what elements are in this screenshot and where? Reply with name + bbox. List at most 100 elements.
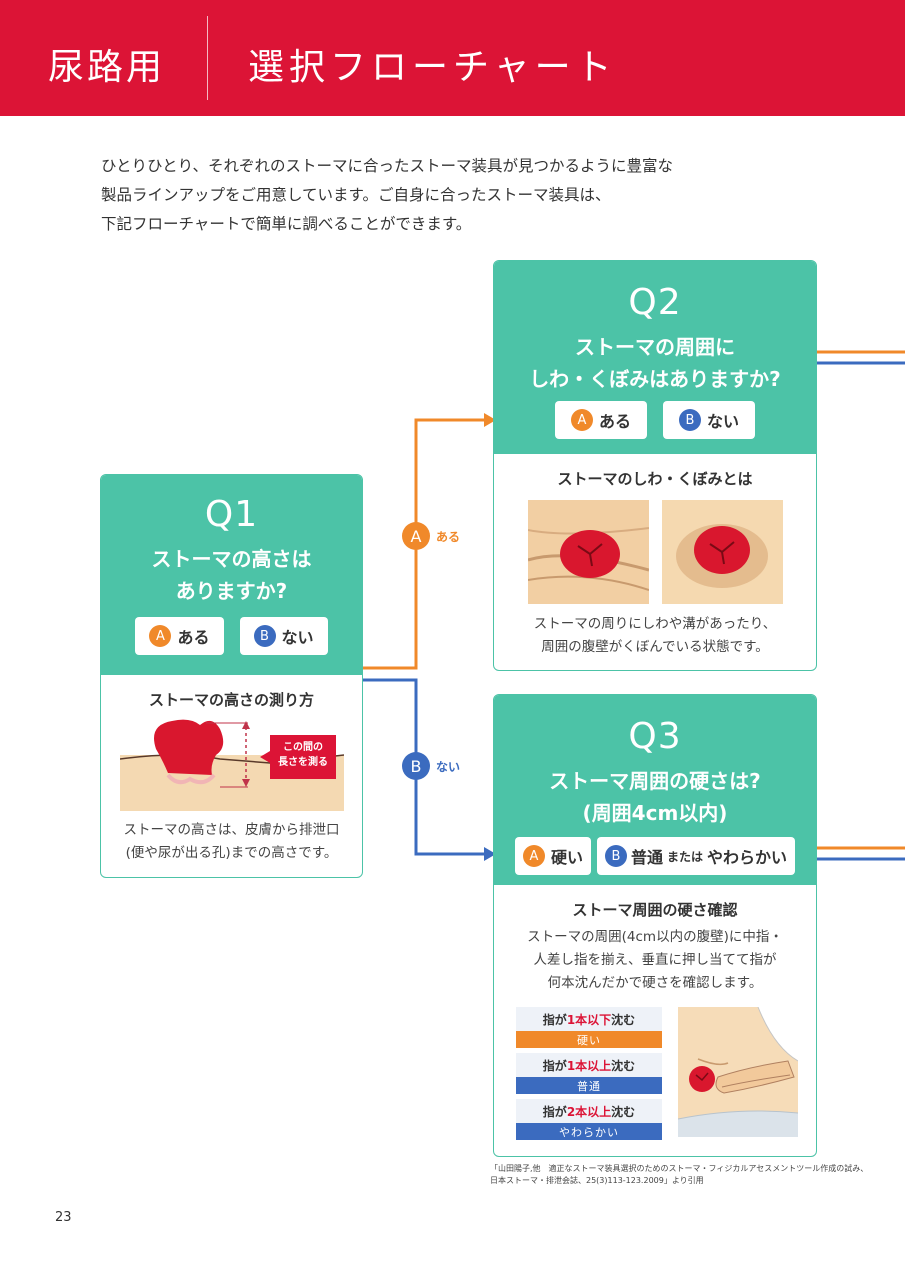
q1-header: Q1 ストーマの高さは ありますか? A ある B ない [101,475,362,675]
firmness-result: やわらかい [516,1123,662,1140]
q3-header: Q3 ストーマ周囲の硬さは? (周囲4cm以内) A 硬い B 普通 または や… [494,695,816,885]
q2-question-line: しわ・くぼみはありますか? [529,367,781,391]
desc-line: ストーマの高さは、皮膚から排泄口 [123,822,340,838]
answer-b-label-1: 普通 [630,848,663,867]
desc-line: ストーマの周りにしわや溝があったり、 [533,616,777,632]
callout-line: この間の [283,742,323,753]
desc-line: (便や尿が出る孔)までの高さです。 [125,845,338,861]
answer-b-badge: B [679,409,701,431]
answer-b-label-2: やわらかい [707,848,788,867]
q2-answer-b[interactable]: B ない [663,401,756,439]
q1-card: Q1 ストーマの高さは ありますか? A ある B ない ストーマの高さの測り方 [100,474,363,878]
q3-answer-b[interactable]: B 普通 または やわらかい [596,837,796,875]
condition-post: 沈む [611,1058,636,1073]
condition-num: 1本以上 [566,1058,612,1073]
page-number: 23 [55,1210,72,1225]
q2-header: Q2 ストーマの周囲に しわ・くぼみはありますか? A ある B ない [494,261,816,454]
intro-line: 下記フローチャートで簡単に調べることができます。 [101,215,472,233]
q3-question-line: (周囲4cm以内) [582,801,728,825]
q3-label: Q3 [628,716,682,757]
header-category: 尿路用 [48,47,166,88]
q1-label: Q1 [204,494,259,535]
stoma-height-icon [119,719,345,811]
answer-b-badge: B [253,625,276,647]
answer-b-badge: B [604,845,627,867]
footnote-line: 「山田陽子,他 適正なストーマ装具選択のためのストーマ・フィジカルアセスメントツ… [490,1164,869,1173]
firmness-result: 硬い [516,1031,662,1048]
q2-answers: A ある B ない [494,401,816,439]
answer-a-label: ある [598,412,631,431]
q3-subtitle: ストーマ周囲の硬さ確認 [572,901,738,919]
q1-description: ストーマの高さは、皮膚から排泄口 (便や尿が出る孔)までの高さです。 [101,819,362,865]
answer-b-label-or: または [667,849,704,864]
arrow-b-icon [484,847,496,861]
stoma-wrinkle-icon [527,527,650,591]
desc-line: 周囲の腹壁がくぼんでいる状態です。 [541,639,769,655]
q1-question-line: ありますか? [175,579,288,603]
condition-pre: 指が [542,1058,567,1073]
finger-press-illustration [678,1007,798,1137]
branch-label-b: B ない [402,752,460,780]
answer-a-badge: A [522,845,545,867]
q1-answer-a[interactable]: A ある [135,617,224,655]
q2-card: Q2 ストーマの周囲に しわ・くぼみはありますか? A ある B ない ストーマ… [493,260,817,671]
desc-line: ストーマの周囲(4cm以内の腹壁)に中指・ [527,929,783,945]
arrow-a-icon [484,413,496,427]
condition-num: 2本以上 [566,1104,612,1119]
citation-footnote: 「山田陽子,他 適正なストーマ装具選択のためのストーマ・フィジカルアセスメントツ… [490,1163,869,1187]
q2-description: ストーマの周りにしわや溝があったり、 周囲の腹壁がくぼんでいる状態です。 [494,613,816,659]
measure-callout: この間の 長さを測る [270,740,336,770]
q2-question: ストーマの周囲に しわ・くぼみはありますか? [494,331,816,395]
answer-b-label: ない [281,628,314,647]
answer-a-label: ある [177,628,210,647]
wrinkle-photo-2 [662,500,783,604]
q2-answer-a[interactable]: A ある [554,401,647,439]
header-title: 選択フローチャート [248,47,617,88]
intro-line: ひとりひとり、それぞれのストーマに合ったストーマ装具が見つかるように豊富な [101,157,673,175]
finger-press-icon [678,1007,798,1137]
q3-question-line: ストーマ周囲の硬さは? [549,769,761,793]
intro-line: 製品ラインアップをご用意しています。ご自身に合ったストーマ装具は、 [101,186,611,204]
footnote-line: 日本ストーマ・排泄会誌、25(3)113-123.2009」より引用 [490,1176,704,1185]
answer-a-badge: A [570,409,593,431]
condition-num: 1本以下 [566,1012,612,1027]
answer-a-badge: A [149,625,172,647]
q2-subtitle: ストーマのしわ・くぼみとは [557,470,753,488]
branch-a-text: ある [436,529,461,544]
stoma-height-illustration: この間の 長さを測る [119,715,345,811]
condition-pre: 指が [542,1104,567,1119]
desc-line: 何本沈んだかで硬さを確認します。 [547,975,763,991]
condition-pre: 指が [542,1012,567,1027]
branch-b-badge: B [402,752,430,780]
answer-b-label: ない [707,412,740,431]
q1-answers: A ある B ない [101,617,362,655]
intro-text: ひとりひとり、それぞれのストーマに合ったストーマ装具が見つかるように豊富な 製品… [101,152,741,239]
branch-a-badge: A [402,522,430,550]
q3-answer-a[interactable]: A 硬い [514,837,591,875]
q2-question-line: ストーマの周囲に [575,335,735,359]
q2-label: Q2 [628,282,682,323]
condition-post: 沈む [611,1104,636,1119]
callout-line: 長さを測る [278,757,328,768]
q1-question: ストーマの高さは ありますか? [101,543,362,607]
q1-subtitle: ストーマの高さの測り方 [148,691,314,709]
answer-a-label: 硬い [550,848,583,867]
wrinkle-photo-1 [527,500,650,604]
header-divider [207,16,208,100]
page-header: 尿路用 選択フローチャート [0,0,905,116]
q1-question-line: ストーマの高さは [151,547,312,571]
q1-answer-b[interactable]: B ない [239,617,328,655]
desc-line: 人差し指を揃え、垂直に押し当てて指が [533,952,777,968]
q3-description: ストーマの周囲(4cm以内の腹壁)に中指・ 人差し指を揃え、垂直に押し当てて指が… [494,926,816,995]
branch-b-text: ない [436,759,461,774]
branch-label-a: A ある [402,522,460,550]
stoma-depression-icon [676,524,768,588]
condition-post: 沈む [611,1012,636,1027]
firmness-result: 普通 [516,1077,662,1094]
